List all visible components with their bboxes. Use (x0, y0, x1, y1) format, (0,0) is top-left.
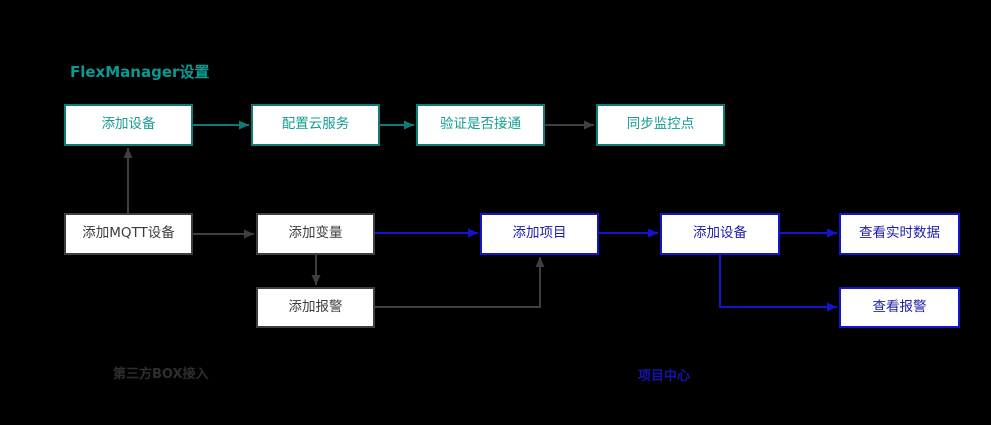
arrow-add-device-to-view-alarm (719, 255, 837, 312)
node-label: 添加项目 (512, 225, 567, 242)
node-view-alarm: 查看报警 (839, 287, 960, 328)
node-label: 添加MQTT设备 (82, 225, 175, 242)
node-label: 验证是否接通 (440, 116, 521, 133)
node-add-mqtt-device: 添加MQTT设备 (64, 213, 193, 255)
node-label: 添加设备 (693, 225, 747, 242)
node-add-project: 添加项目 (480, 213, 599, 255)
node-label: 添加变量 (288, 225, 343, 242)
group-label-third-party-box: 第三方BOX接入 (113, 367, 209, 382)
node-add-variable: 添加变量 (256, 213, 375, 255)
node-label: 配置云服务 (281, 116, 350, 133)
node-add-alarm: 添加报警 (256, 287, 375, 328)
node-label: 查看实时数据 (859, 225, 940, 242)
node-view-realtime-data: 查看实时数据 (839, 213, 960, 255)
node-add-device-flexmanager: 添加设备 (64, 104, 193, 146)
arrow-add-alarm-to-add-project (375, 257, 545, 308)
node-add-device-project: 添加设备 (660, 213, 780, 255)
group-label-project-center: 项目中心 (638, 369, 691, 384)
node-verify-connection: 验证是否接通 (416, 104, 545, 146)
node-sync-monitor-points: 同步监控点 (596, 104, 725, 146)
node-label: 同步监控点 (626, 116, 695, 133)
node-label: 添加设备 (101, 116, 156, 133)
node-config-cloud-service: 配置云服务 (251, 104, 380, 146)
node-label: 添加报警 (288, 298, 343, 315)
node-label: 查看报警 (872, 298, 927, 315)
diagram-title: FlexManager设置 (70, 63, 210, 81)
